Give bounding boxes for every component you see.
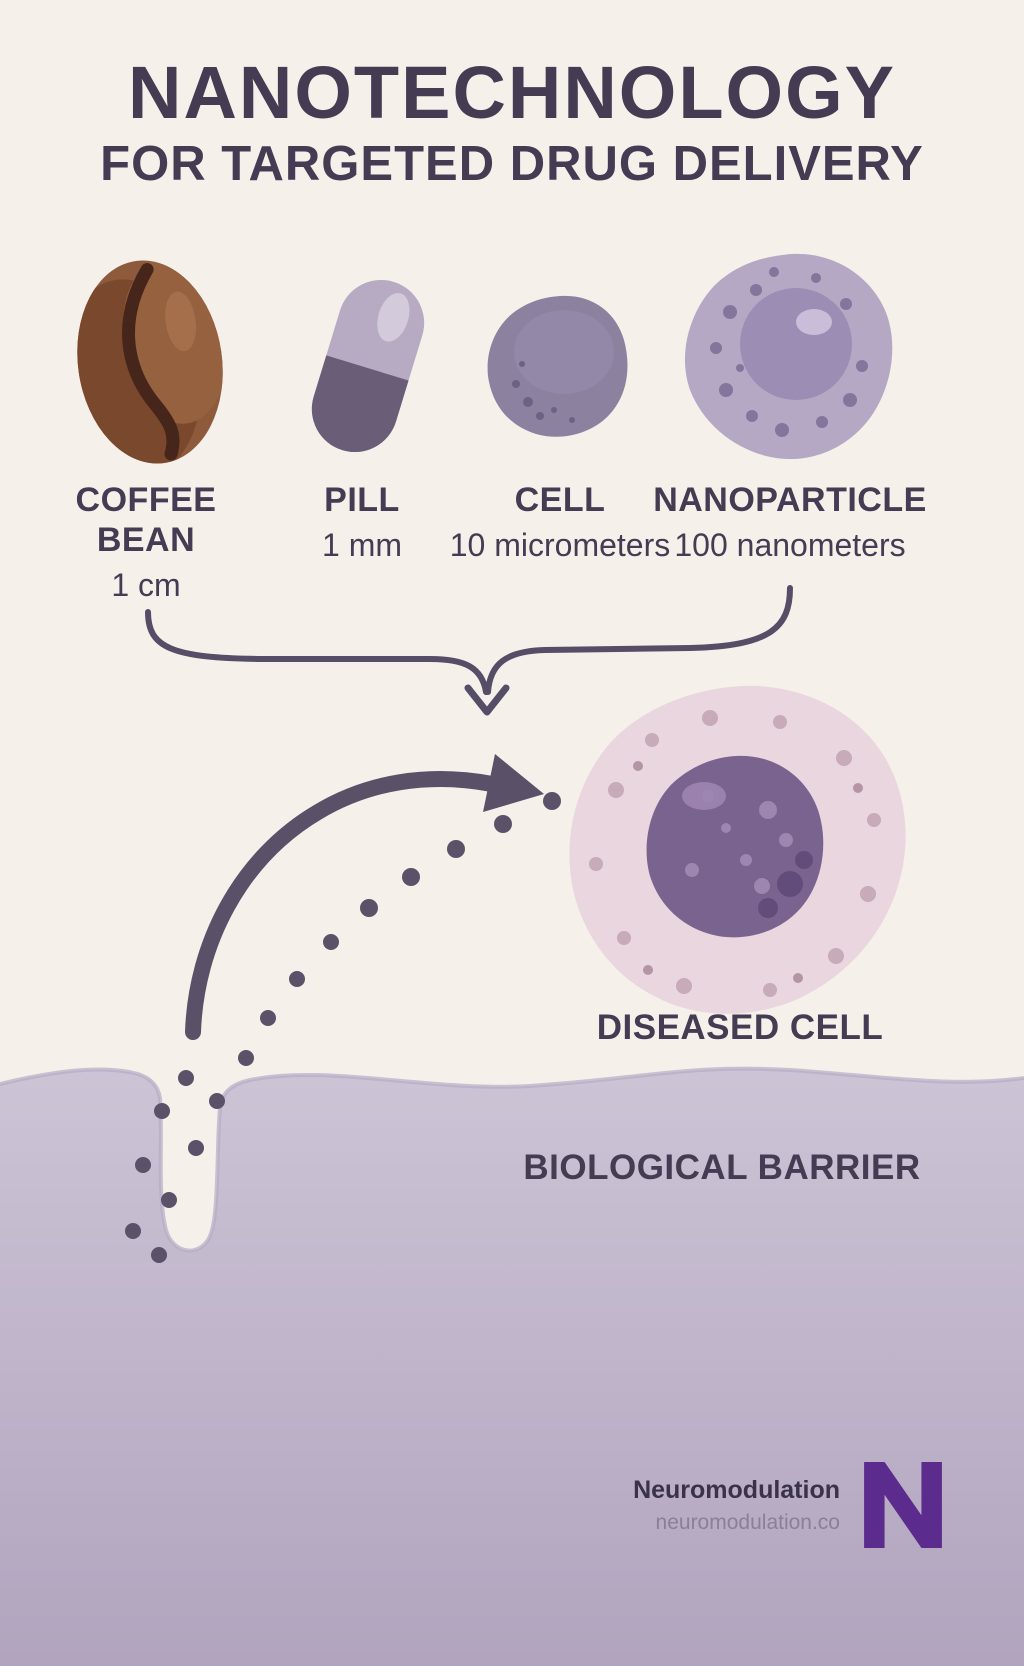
footer-brand: Neuromodulation	[633, 1476, 840, 1504]
scale-item-nanoparticle: NANOPARTICLE 100 nanometers	[652, 480, 928, 563]
down-arrowhead-icon	[464, 684, 510, 716]
biological-barrier-label: BIOLOGICAL BARRIER	[523, 1148, 921, 1187]
pill-graphic	[311, 279, 425, 453]
diseased-cell-graphic	[569, 685, 906, 1014]
nanoparticle-trail-dots	[125, 792, 561, 1263]
scale-item-cell: CELL 10 micrometers	[440, 480, 680, 563]
item-size: 10 micrometers	[449, 527, 671, 564]
scale-bracket-arrow	[145, 585, 793, 716]
nanoparticle-graphic	[684, 253, 893, 460]
delivery-arrow	[185, 754, 544, 1040]
item-name: COFFEE BEAN	[75, 481, 217, 560]
nucleus	[646, 755, 824, 938]
item-name: NANOPARTICLE	[653, 481, 927, 519]
scale-item-coffee-bean: COFFEE BEAN 1 cm	[58, 480, 234, 603]
item-name: CELL	[514, 481, 606, 519]
item-size: 1 cm	[111, 567, 181, 604]
page-subtitle: FOR TARGETED DRUG DELIVERY	[100, 137, 924, 191]
footer-website: neuromodulation.co	[655, 1511, 840, 1534]
diseased-cell-label: DISEASED CELL	[596, 1008, 884, 1047]
brand-logo-n-icon	[864, 1462, 942, 1548]
cell-graphic	[487, 295, 628, 437]
item-size: 100 nanometers	[674, 527, 906, 564]
item-size: 1 mm	[322, 527, 402, 564]
page-title: NANOTECHNOLOGY	[128, 51, 896, 134]
item-name: PILL	[324, 481, 400, 519]
arrowhead-icon	[483, 754, 544, 812]
scale-item-pill: PILL 1 mm	[282, 480, 442, 563]
coffee-bean-graphic	[64, 256, 229, 474]
